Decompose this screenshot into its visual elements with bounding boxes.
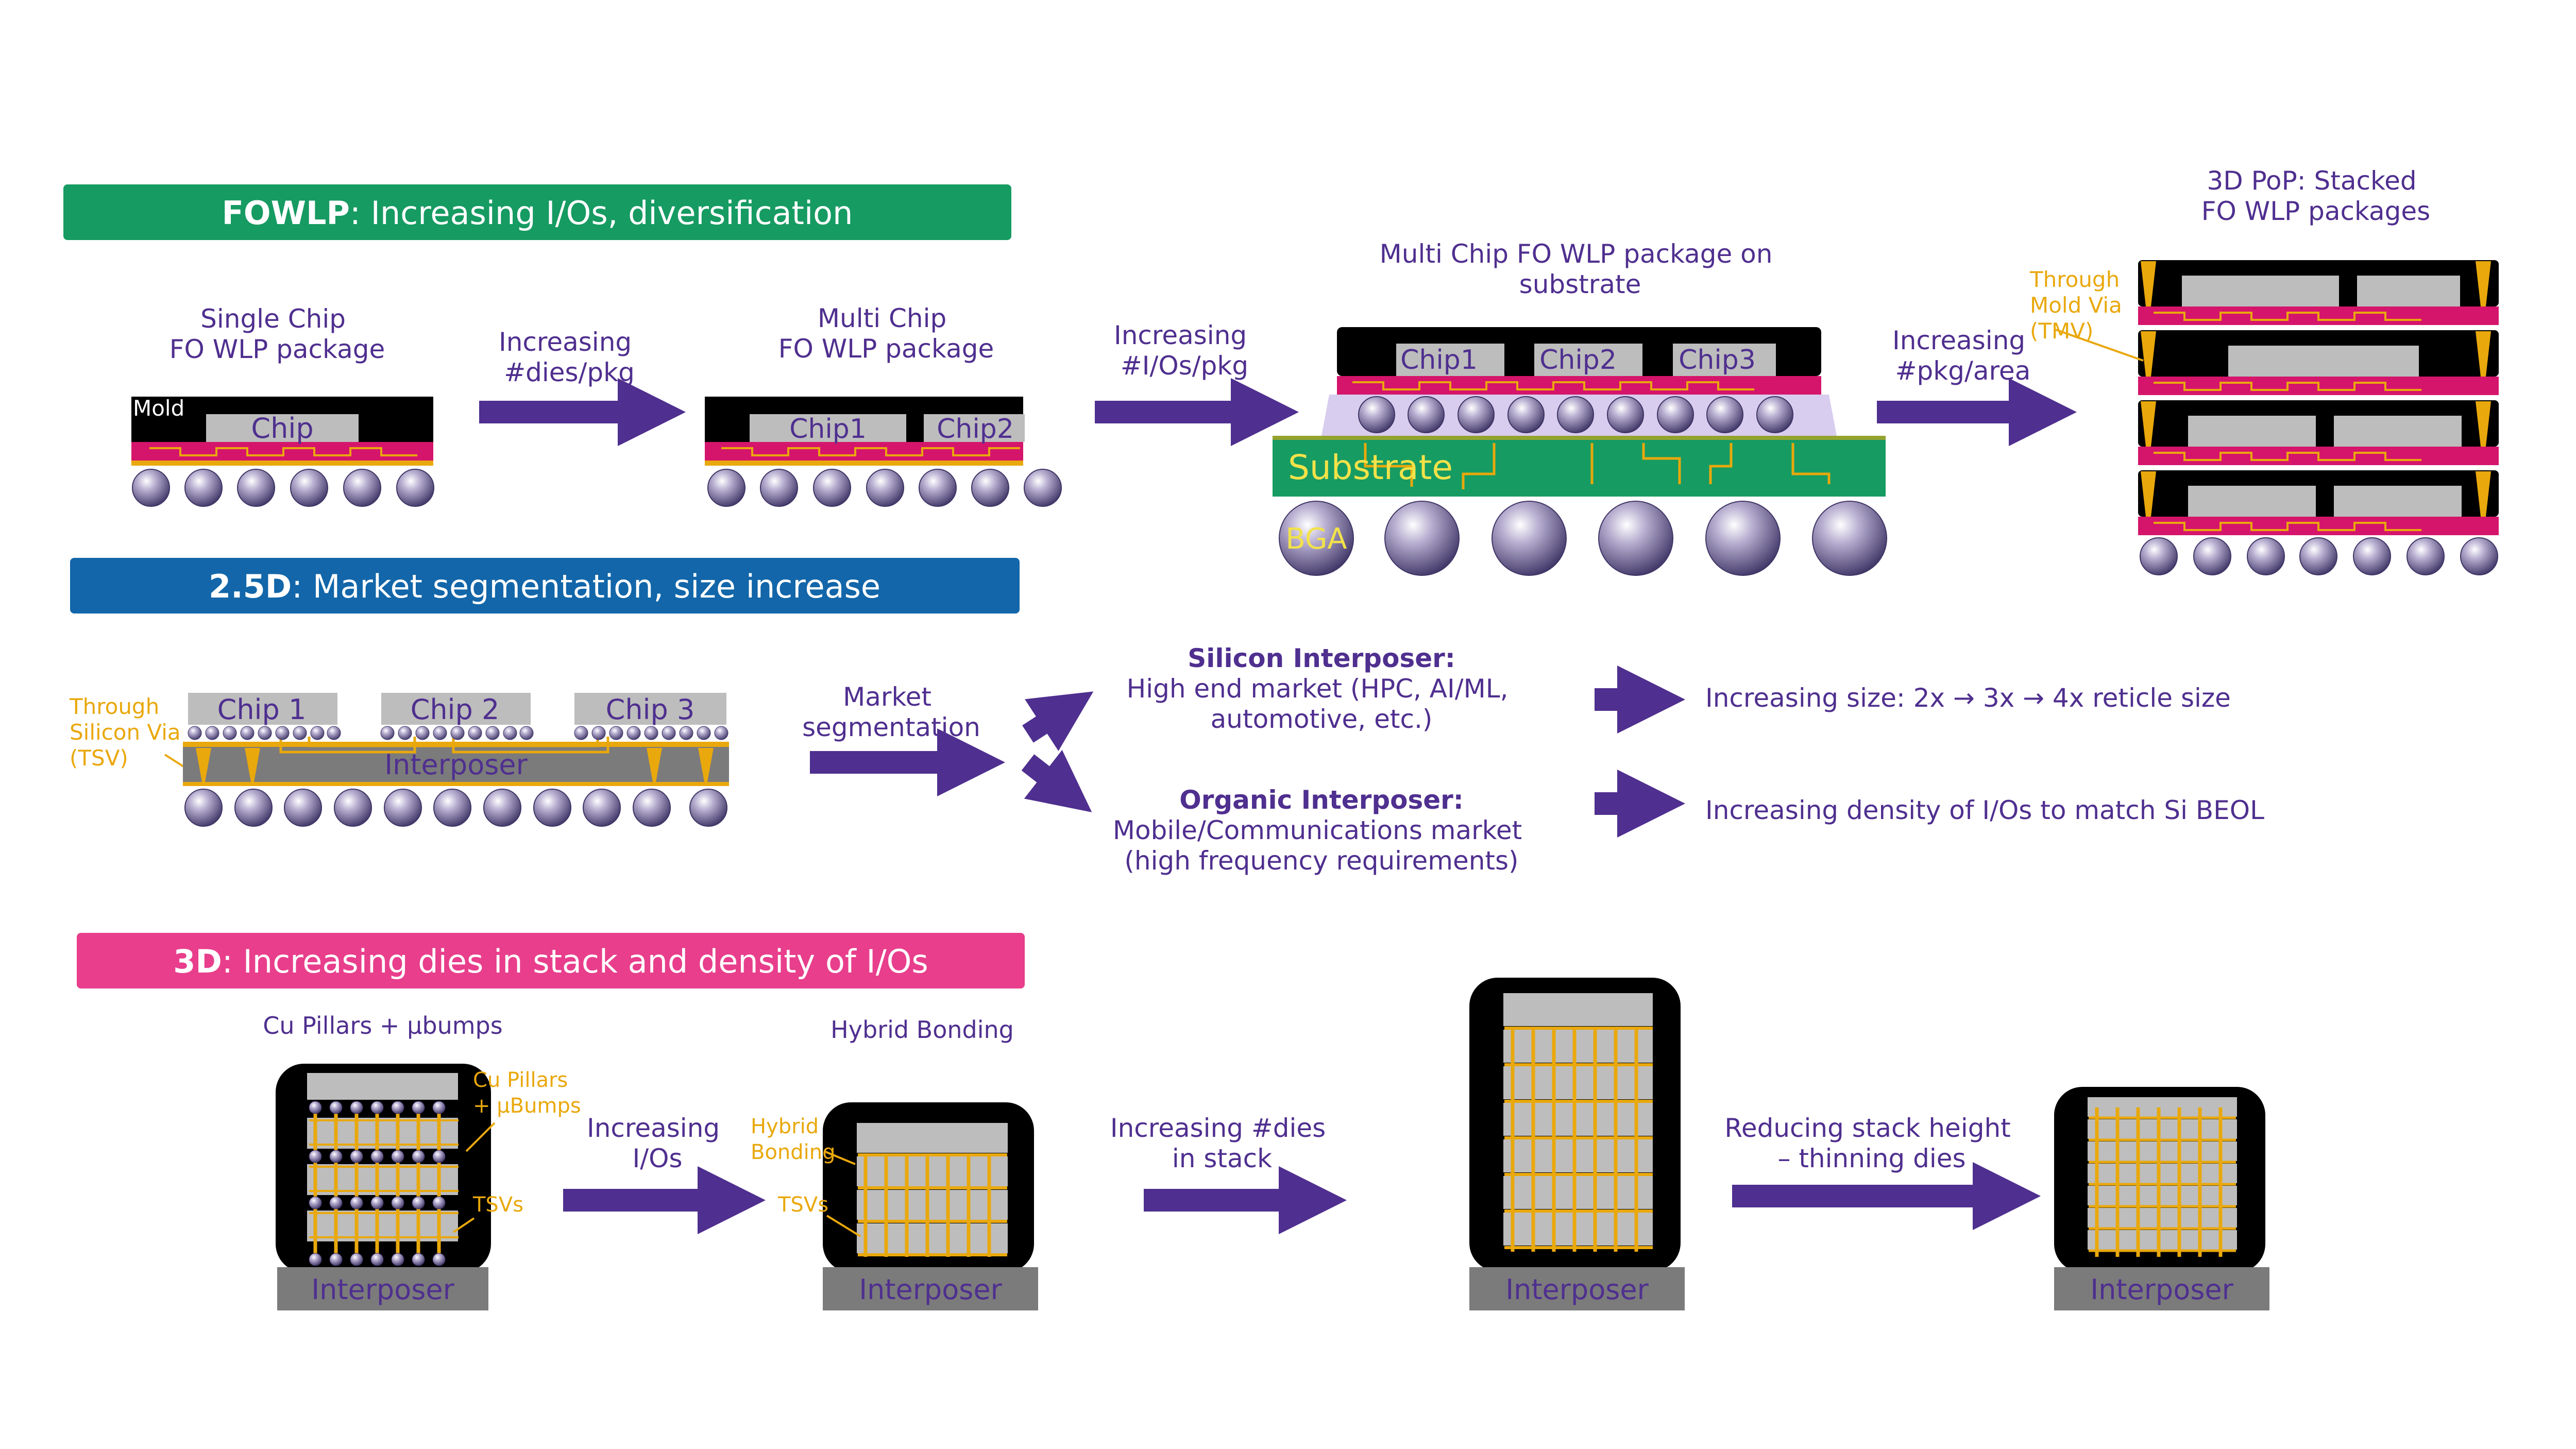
d3-header: 3D: Increasing dies in stack and density…	[173, 943, 928, 980]
pillars-stack	[276, 1064, 491, 1310]
chip1-25d-label: Chip 1	[217, 693, 307, 726]
multi-chip-balls	[707, 469, 1062, 507]
substrate-microballs	[1358, 396, 1793, 433]
market-label: Market segmentation	[802, 682, 980, 742]
hybrid-title: Hybrid Bonding	[831, 1016, 1014, 1044]
bga-label: BGA	[1285, 522, 1347, 556]
organic-interposer-text: Mobile/Communications market (high frequ…	[1113, 815, 1530, 876]
fowlp-header: FOWLP: Increasing I/Os, diversification	[222, 194, 853, 232]
pillars-tsv-pointer	[452, 1217, 475, 1233]
chip3-25d-label: Chip 3	[606, 693, 695, 726]
tall-interposer-label: Interposer	[1505, 1273, 1649, 1306]
d3-header-bg	[77, 933, 1025, 988]
interposer-balls	[184, 789, 727, 827]
single-chip-title: Single Chip FO WLP package	[170, 304, 385, 364]
thin-interposer-label: Interposer	[2090, 1273, 2233, 1306]
pop-balls	[2140, 537, 2498, 575]
tmv-label: Through Mold Via (TMV)	[2029, 267, 2129, 344]
hybrid-tsvs-label: TSVs	[777, 1193, 828, 1217]
arrow1-label: Increasing #dies/pkg	[499, 327, 640, 387]
pillars-pointer	[465, 1122, 496, 1152]
substrate-chip1-label: Chip1	[1400, 345, 1478, 376]
tall-stack	[1469, 978, 1685, 1310]
bga-balls	[1279, 501, 1887, 576]
hybrid-stack	[823, 1102, 1038, 1310]
split-arrow-up	[1022, 691, 1094, 751]
split-arrow-down	[1021, 749, 1092, 812]
single-chip-balls	[132, 469, 434, 507]
hybrid-pointer	[824, 1150, 856, 1165]
interposer-package	[183, 693, 729, 786]
pillars-title: Cu Pillars + μbumps	[263, 1012, 502, 1039]
substrate-chip2-label: Chip2	[1539, 345, 1617, 376]
fowlp-header-bg	[63, 184, 1011, 240]
substrate-title: Multi Chip FO WLP package on substrate	[1380, 239, 1781, 299]
d3-arrow2-label: Increasing #dies in stack	[1110, 1113, 1334, 1173]
pillars-tsvs-label: TSVs	[472, 1193, 523, 1217]
hybrid-interposer-label: Interposer	[859, 1273, 1002, 1306]
thin-stack	[2054, 1087, 2269, 1310]
org-result-text: Increasing density of I/Os to match Si B…	[1705, 795, 2264, 825]
silicon-interposer-title: Silicon Interposer:	[1188, 643, 1455, 673]
d25-header-bg	[70, 558, 1020, 613]
organic-interposer-title: Organic Interposer:	[1179, 785, 1464, 815]
d3-arrow3-label: Reducing stack height – thinning dies	[1724, 1113, 2019, 1173]
silicon-interposer-text: High end market (HPC, AI/ML, automotive,…	[1127, 674, 1517, 734]
multi-chip2-label: Chip2	[937, 414, 1014, 445]
arrow2-label: Increasing #I/Os/pkg	[1114, 320, 1255, 381]
hybrid-label: Hybrid Bonding	[751, 1115, 836, 1164]
pop-stack	[2055, 260, 2499, 535]
substrate-package	[1273, 327, 1886, 497]
multi-chip1-label: Chip1	[789, 414, 867, 445]
substrate-chip3-label: Chip3	[1679, 345, 1756, 376]
single-chip-package	[131, 397, 433, 466]
hybrid-tsv-pointer	[826, 1215, 861, 1237]
d3-arrow1-label: Increasing I/Os	[587, 1113, 728, 1173]
interposer-25d-label: Interposer	[384, 748, 528, 781]
d25-header: 2.5D: Market segmentation, size increase	[209, 568, 880, 605]
chip2-25d-label: Chip 2	[411, 693, 500, 726]
interposer-microbumps	[188, 726, 728, 740]
pop-title: 3D PoP: Stacked FO WLP packages	[2201, 166, 2430, 226]
tsv-label: Through Silicon Via (TSV)	[69, 694, 188, 771]
single-chip-label: Chip	[251, 412, 313, 445]
pillars-label: Cu Pillars + μBumps	[473, 1068, 581, 1118]
substrate-label: Substrate	[1288, 448, 1453, 487]
multi-chip-title: Multi Chip FO WLP package	[778, 303, 994, 364]
pillars-bumps	[309, 1101, 446, 1266]
si-result-text: Increasing size: 2x → 3x → 4x reticle si…	[1705, 683, 2231, 713]
multi-chip-package	[705, 397, 1025, 466]
arrow3-label: Increasing #pkg/area	[1892, 326, 2033, 386]
mold-label: Mold	[133, 396, 184, 421]
pillars-interposer-label: Interposer	[311, 1273, 454, 1306]
